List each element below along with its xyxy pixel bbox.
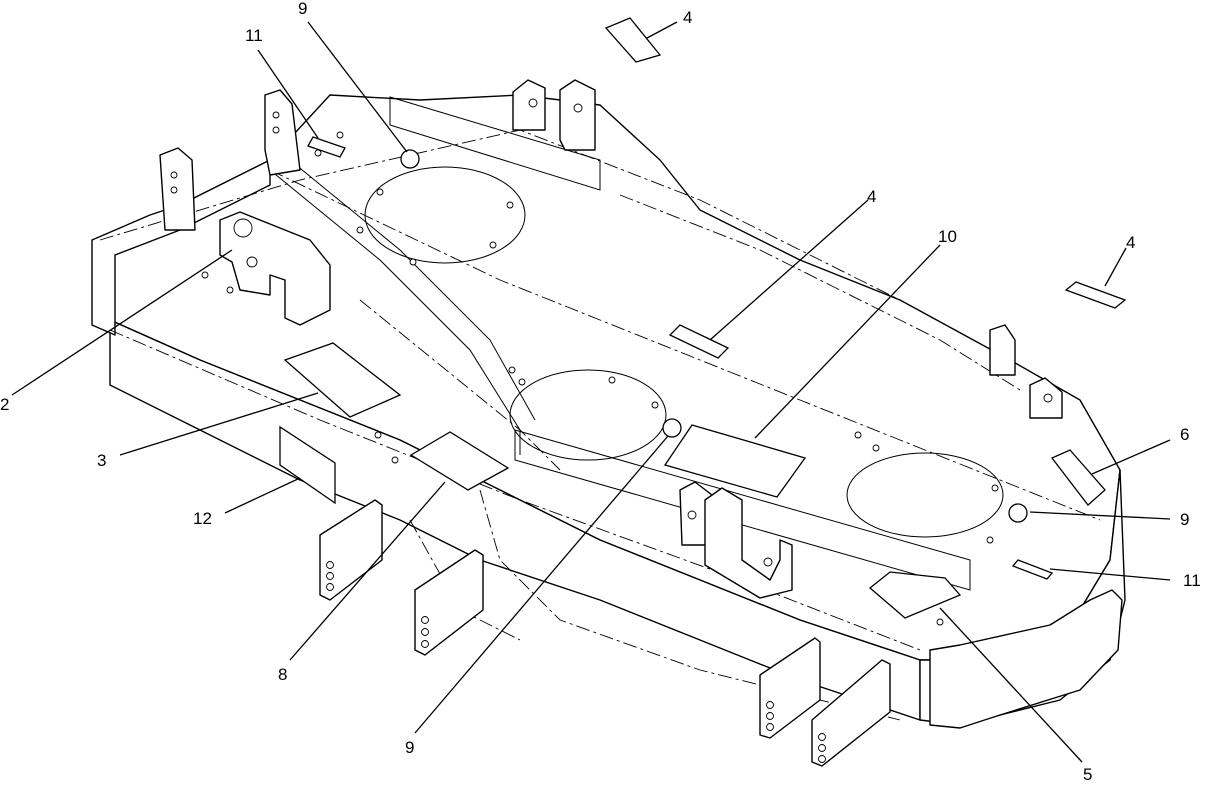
- decal-9-rear: [400, 149, 420, 169]
- left-mount-bracket: [219, 211, 331, 326]
- spindle-opening-left: [364, 166, 526, 264]
- decal-8: [409, 431, 510, 491]
- callout-3: 3: [97, 451, 106, 470]
- callout-11-left: 11: [245, 26, 263, 45]
- front-mount-bracket: [679, 481, 793, 599]
- decal-4-center: [668, 324, 730, 359]
- decal-5: [868, 571, 962, 619]
- decal-4-rear: [604, 17, 662, 63]
- callout-9-center: 9: [405, 738, 414, 757]
- callout-6: 6: [1180, 425, 1189, 444]
- decal-9-center: [662, 418, 682, 438]
- callout-4-right: 4: [1126, 233, 1135, 252]
- right-rear-mount-bracket: [989, 324, 1063, 419]
- decal-9-right: [1008, 503, 1028, 523]
- decal-10: [663, 424, 807, 498]
- callout-8: 8: [278, 665, 287, 684]
- decal-12: [279, 425, 336, 505]
- spindle-openings: [364, 166, 1004, 538]
- callout-4-rear: 4: [683, 8, 692, 27]
- rear-mount-bracket: [512, 79, 596, 151]
- bolt-holes: [201, 131, 999, 626]
- callout-2: 2: [0, 395, 9, 414]
- callout-9-right: 9: [1180, 510, 1189, 529]
- spindle-opening-center: [509, 369, 667, 461]
- mower-deck: [91, 94, 1126, 729]
- decal-3: [283, 342, 402, 418]
- callout-4-center: 4: [867, 187, 876, 206]
- callout-9-rear: 9: [298, 0, 307, 18]
- height-adjust-plates: [319, 499, 891, 767]
- left-tall-bracket: [159, 89, 301, 231]
- decal-11-right: [1011, 559, 1054, 580]
- callout-12: 12: [193, 509, 212, 528]
- decals: [279, 17, 1127, 619]
- decal-6: [1050, 449, 1106, 506]
- decal-11-left: [307, 136, 346, 158]
- callout-5: 5: [1083, 765, 1092, 784]
- callout-11-right: 11: [1183, 571, 1201, 590]
- spindle-opening-right: [846, 452, 1004, 538]
- decal-4-right: [1064, 281, 1127, 309]
- leader-lines: [11, 21, 1171, 763]
- callout-10: 10: [938, 227, 957, 246]
